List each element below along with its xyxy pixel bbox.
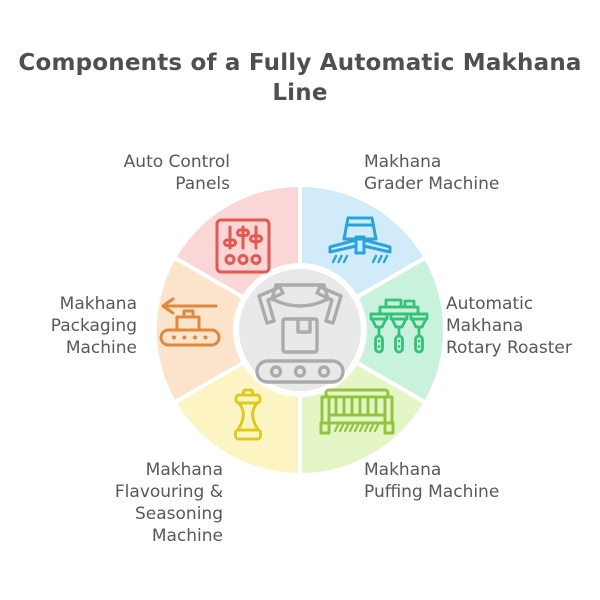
conveyor-dots xyxy=(172,335,208,340)
segment-packaging-machine xyxy=(155,258,300,403)
grader-machine-icon xyxy=(330,218,390,262)
rotary-roaster-icon xyxy=(371,300,427,352)
label-auto-control-panels: Auto Control Panels xyxy=(123,152,230,194)
control-panel-icon xyxy=(217,220,269,272)
puffing-machine-icon xyxy=(321,390,393,433)
label-grader-machine: Makhana Grader Machine xyxy=(364,152,500,194)
roaster-dots xyxy=(377,339,421,348)
seasoning-shaker-icon xyxy=(236,390,261,439)
conveyor-robot-arm-icon xyxy=(257,285,343,382)
label-puffing-machine: Makhana Puffing Machine xyxy=(364,460,500,502)
label-packaging-machine: Makhana Packaging Machine xyxy=(50,294,137,358)
packaging-conveyor-icon xyxy=(161,299,219,345)
label-flavouring-machine: Makhana Flavouring & Seasoning Machine xyxy=(114,460,223,546)
segment-rotary-roaster xyxy=(300,258,445,403)
page-title: Components of a Fully Automatic Makhana … xyxy=(18,50,582,107)
label-rotary-roaster: Automatic Makhana Rotary Roaster xyxy=(446,294,572,358)
